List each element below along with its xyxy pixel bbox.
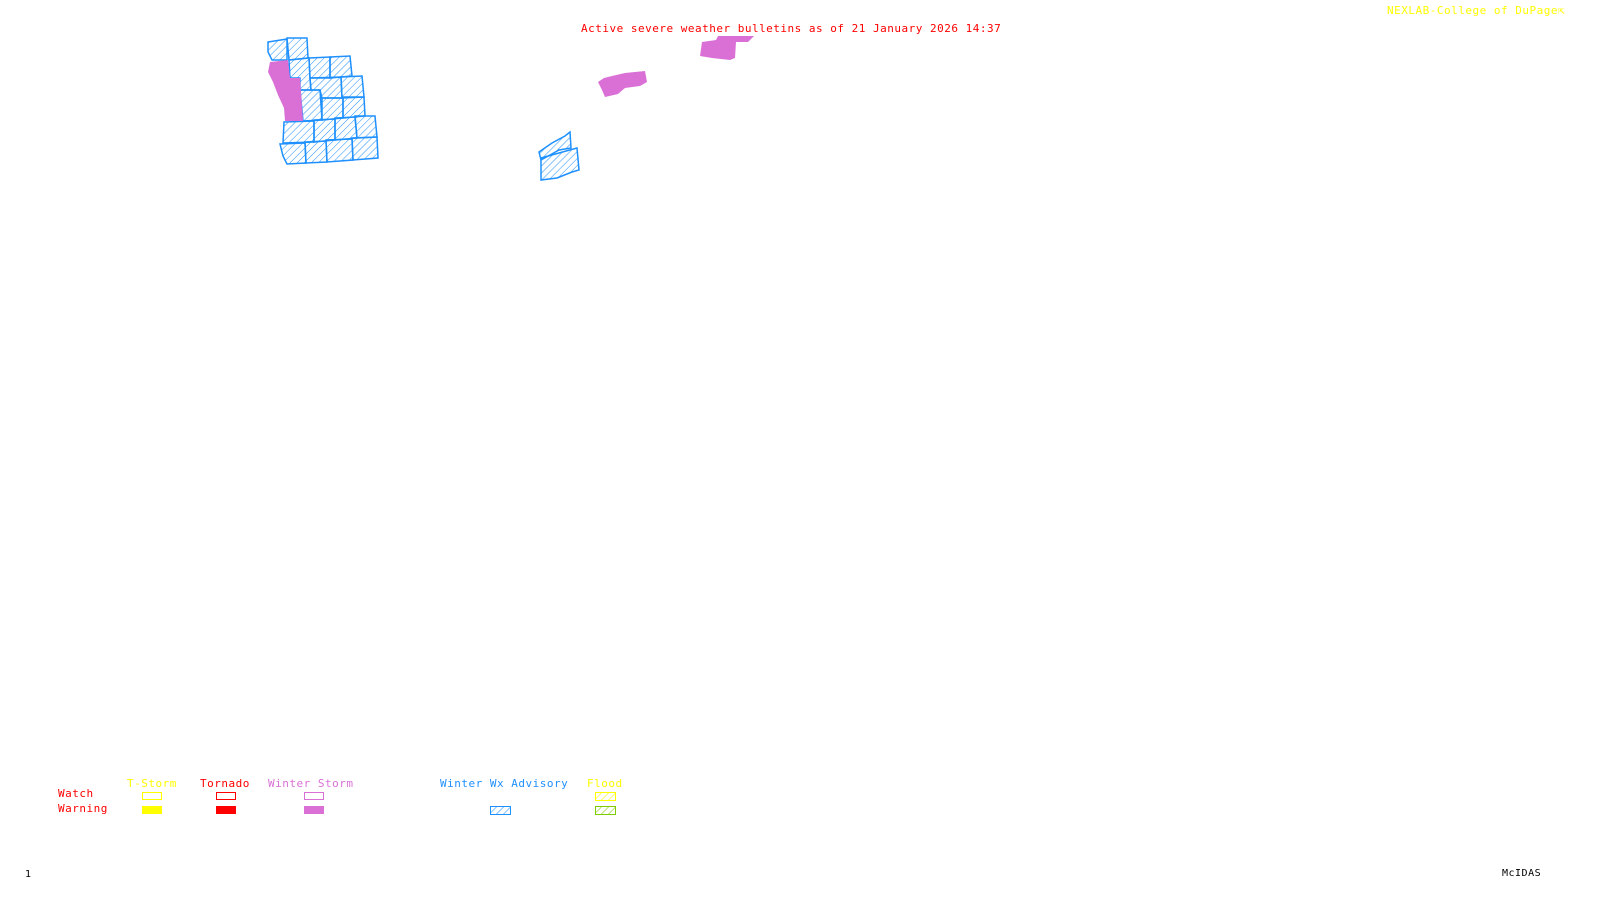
- legend-winter-advisory-label: Winter Wx Advisory: [440, 777, 569, 790]
- legend-flood-label: Flood: [587, 777, 623, 790]
- frame-number: 1: [25, 869, 32, 880]
- legend-tornado-label: Tornado: [200, 777, 250, 790]
- winter-storm-warning-central: [598, 71, 647, 97]
- legend-row-warning: Warning: [58, 802, 108, 815]
- external-link-icon: ⇱: [1557, 4, 1566, 17]
- legend-tornado-warning: [216, 806, 236, 814]
- map-title: Active severe weather bulletins as of 21…: [581, 22, 1002, 35]
- credit-text: NEXLAB-College of DuPage: [1387, 4, 1558, 17]
- winter-storm-warning-northeast: [700, 36, 754, 60]
- legend-winter-advisory-warning: [490, 806, 511, 815]
- credit-link[interactable]: NEXLAB-College of DuPage⇱: [1387, 4, 1565, 17]
- legend-tstorm-label: T-Storm: [127, 777, 177, 790]
- winter-storm-warning-west: [268, 60, 303, 121]
- legend-flood-warning: [595, 806, 616, 815]
- legend-tornado-watch: [216, 792, 236, 800]
- legend-row-watch: Watch: [58, 787, 94, 800]
- legend-winter-storm-watch: [304, 792, 324, 800]
- legend-tstorm-watch: [142, 792, 162, 800]
- legend-winter-storm-label: Winter Storm: [268, 777, 354, 790]
- winter-advisory-area-west: [267, 37, 379, 165]
- winter-advisory-area-central: [538, 130, 580, 181]
- legend-tstorm-warning: [142, 806, 162, 814]
- software-label: McIDAS: [1502, 868, 1542, 879]
- legend-winter-storm-warning: [304, 806, 324, 814]
- legend-flood-watch: [595, 792, 616, 801]
